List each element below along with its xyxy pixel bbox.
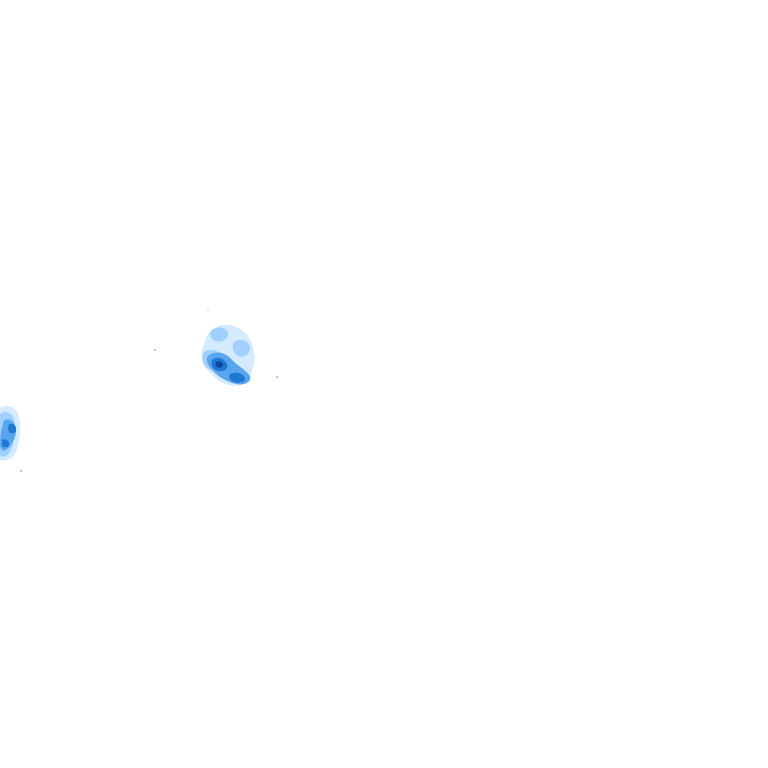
echo-moderate-patch — [210, 327, 229, 342]
central-echo-cell — [154, 309, 278, 386]
echo-heavy-core — [229, 372, 246, 383]
echo-speck — [207, 309, 209, 311]
echo-moderate-patch — [232, 339, 251, 357]
echo-heavy-core — [8, 423, 17, 434]
echo-heavy-core — [2, 439, 10, 448]
echo-speck — [154, 349, 156, 351]
echo-speck — [276, 376, 278, 378]
echo-speck — [20, 470, 22, 472]
left-edge-echo-cell — [0, 406, 22, 472]
echo-core-peak — [215, 361, 223, 368]
